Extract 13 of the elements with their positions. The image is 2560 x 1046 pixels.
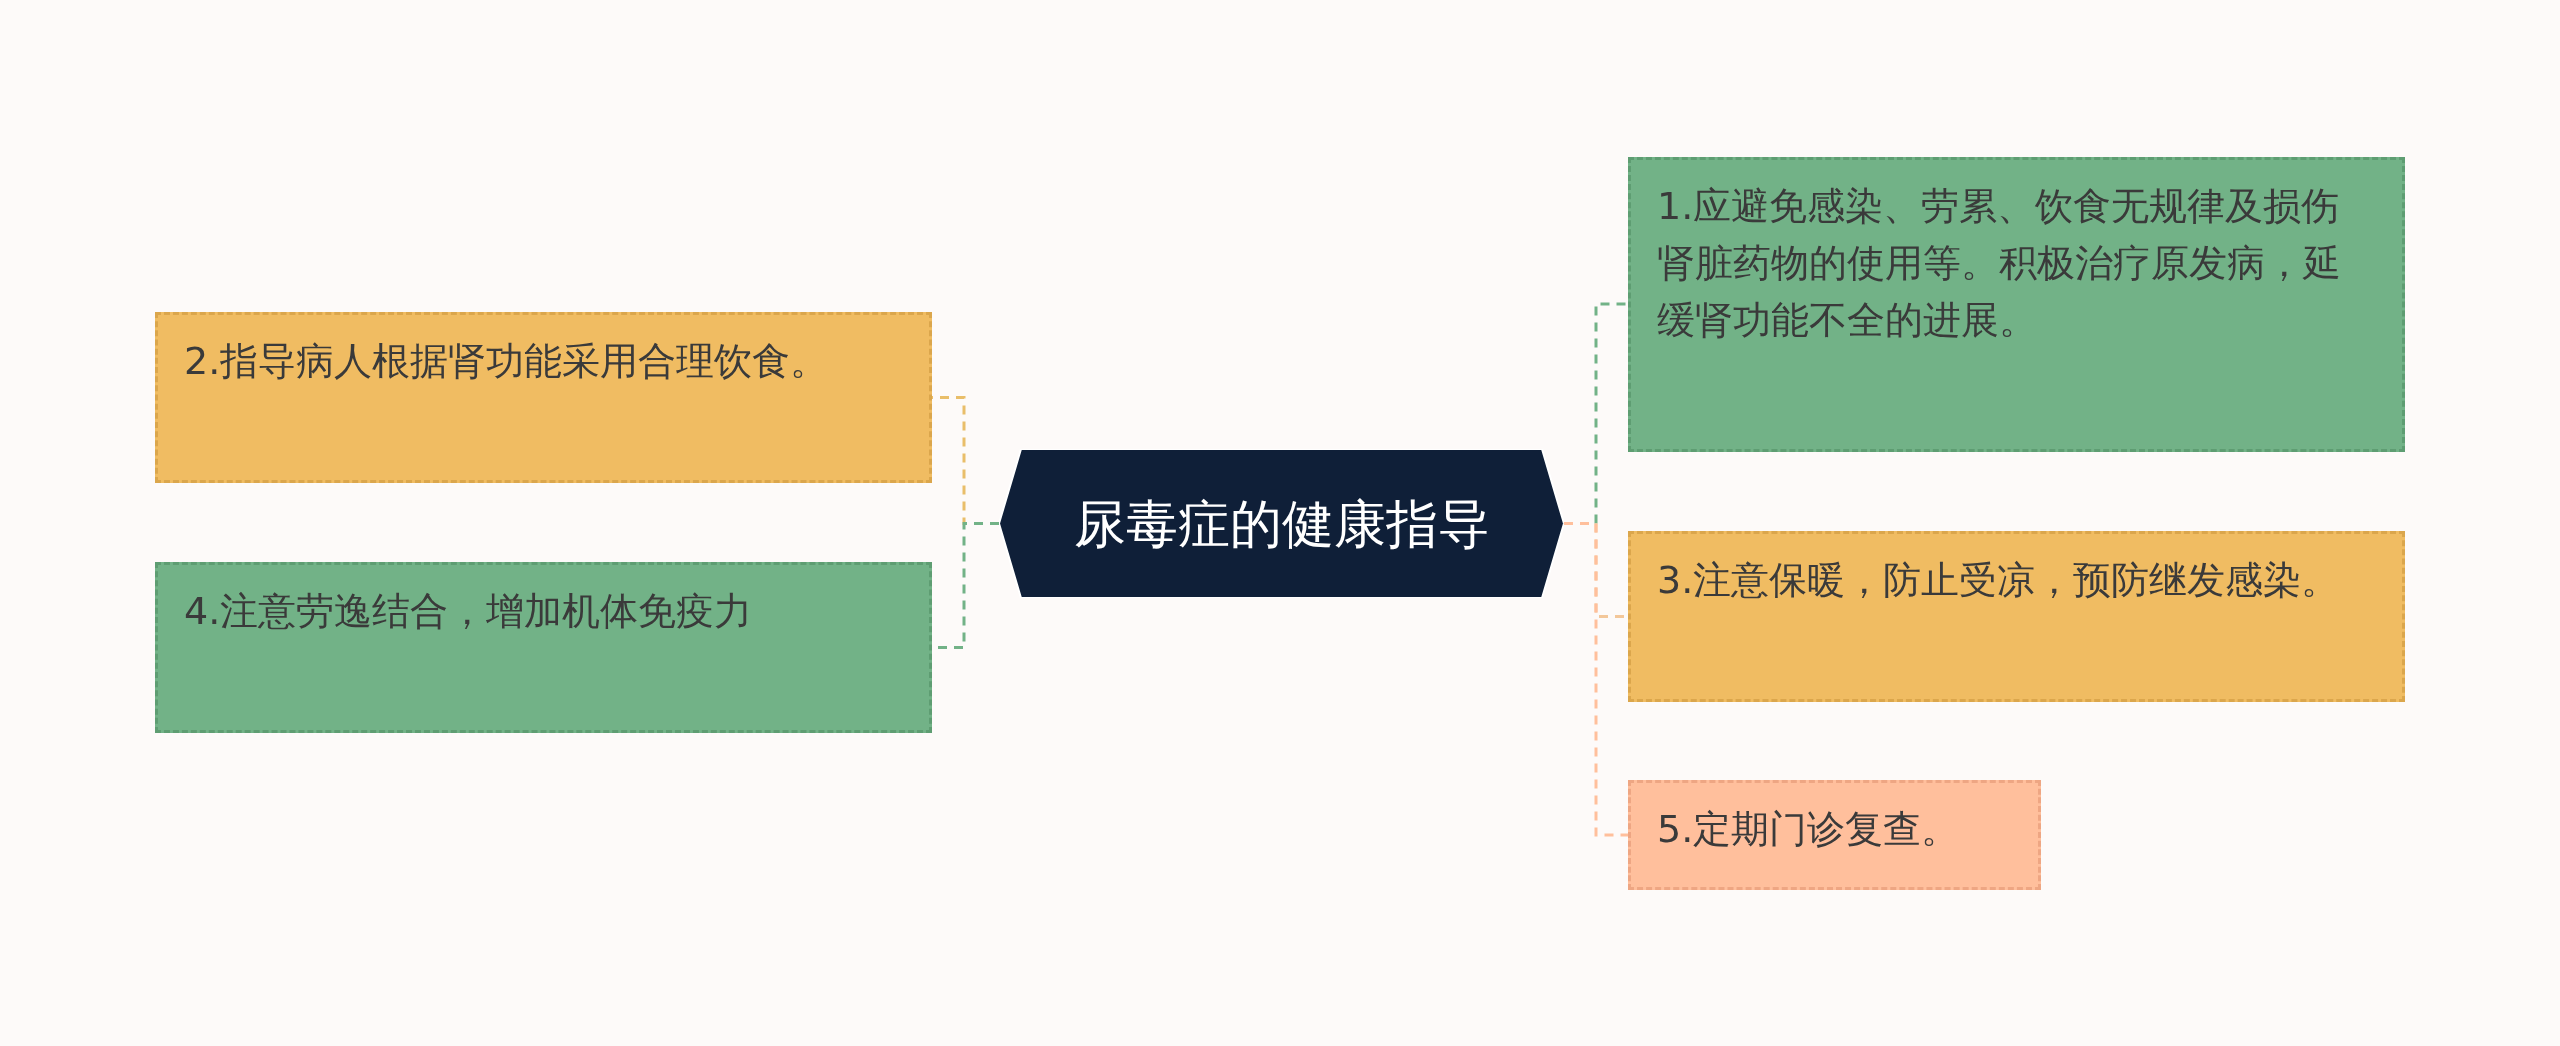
topic-box — [155, 312, 932, 483]
topic-text: 1.应避免感染、劳累、饮食无规律及损伤肾脏药物的使用等。积极治疗原发病，延缓肾功能不全的进展。 — [1657, 184, 2341, 342]
connector-line — [1564, 522, 1628, 837]
topic-box — [1628, 157, 2405, 452]
topic-box — [155, 562, 932, 733]
central-topic-text: 尿毒症的健康指导 — [1073, 492, 1490, 556]
topic-text: 5.定期门诊复查。 — [1657, 807, 1960, 851]
central-topic-hexagon — [999, 449, 1564, 598]
topic-text: 3.注意保暖，防止受凉，预防继发感染。 — [1657, 558, 2340, 602]
topic-box — [1628, 780, 2041, 890]
topic-box — [1628, 531, 2405, 702]
topic-text: 4.注意劳逸结合，增加机体免疫力 — [184, 589, 753, 633]
topic-text: 2.指导病人根据肾功能采用合理饮食。 — [184, 339, 829, 383]
